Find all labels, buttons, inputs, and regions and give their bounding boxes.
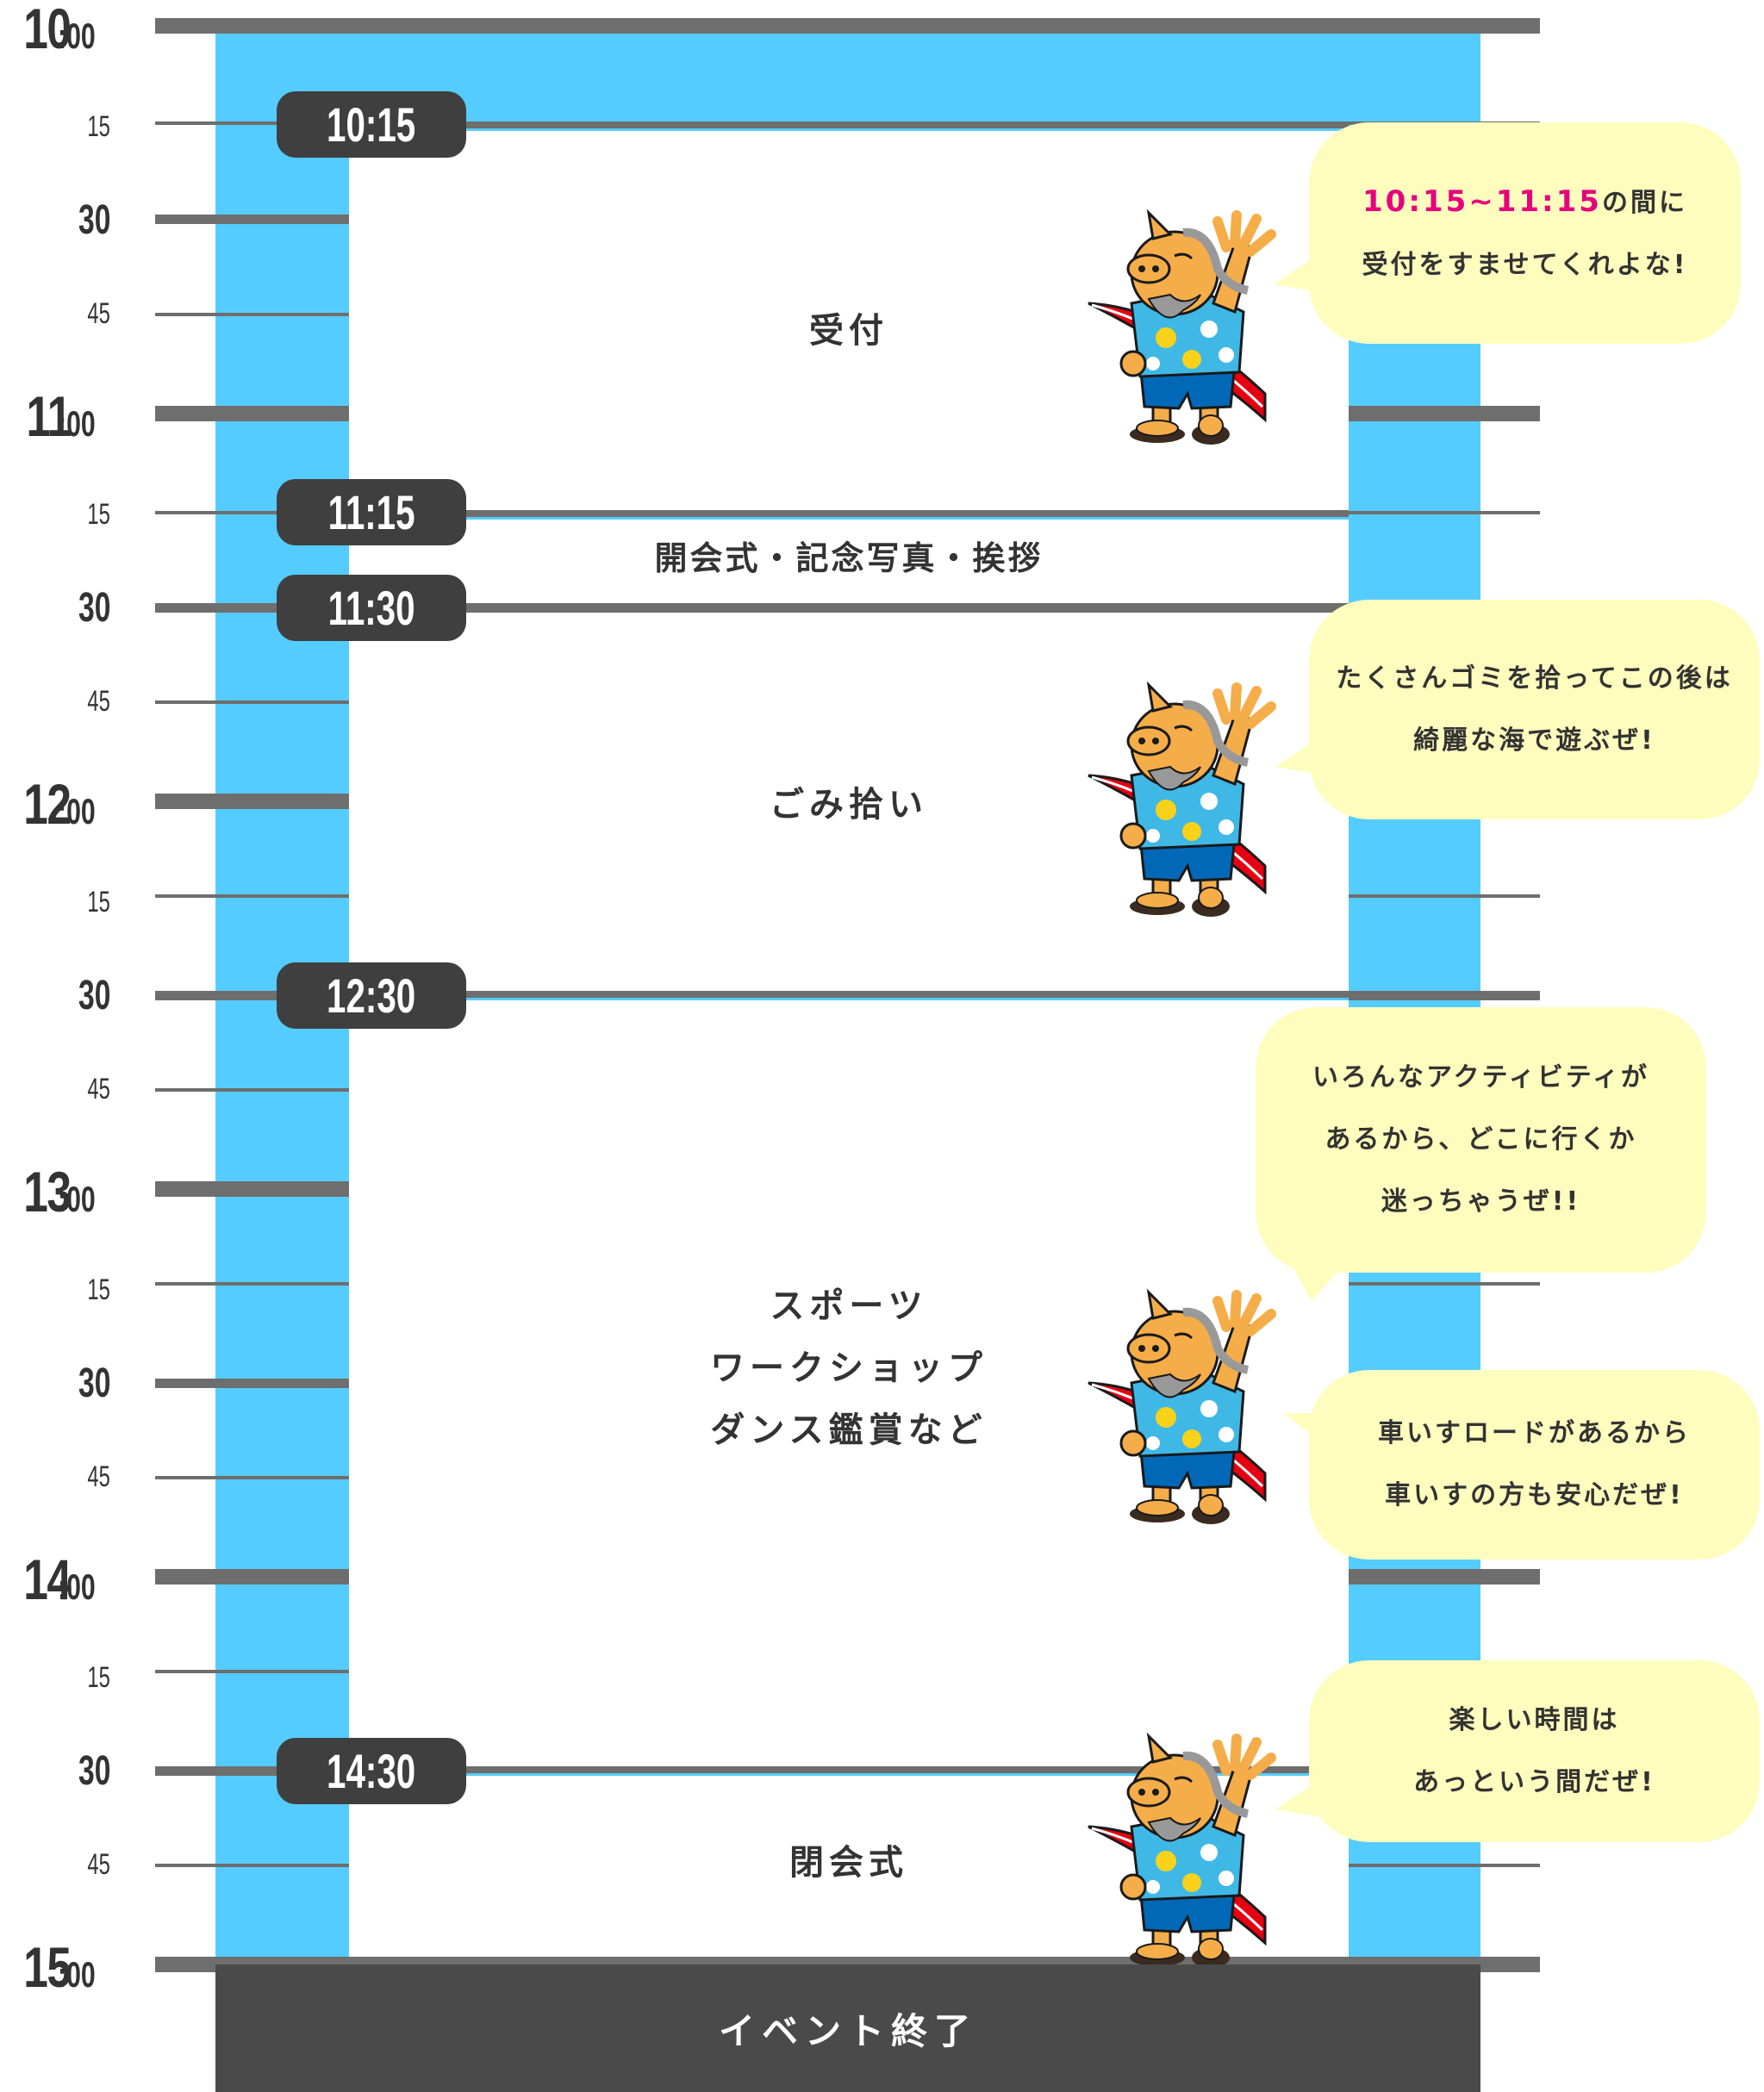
- minute-label-10-15: 15: [87, 110, 110, 143]
- event-line-10-15: [466, 121, 1349, 128]
- highlight-time-range: 10:15~11:15: [1362, 184, 1602, 219]
- event-end-banner: イベント終了: [215, 1964, 1480, 2092]
- tick-11-00-right: [1349, 406, 1540, 421]
- time-badge-11-30: 11:30: [277, 575, 466, 641]
- tick-13-15: [155, 1282, 349, 1286]
- minute-label-12-15: 15: [87, 886, 110, 918]
- hour-label-15: 15:00: [23, 1935, 97, 1999]
- hour-label-12: 12:00: [23, 772, 97, 836]
- time-badge-11-15: 11:15: [277, 479, 466, 545]
- mascot-boar-icon: [1058, 681, 1291, 922]
- minute-label-10-30: 30: [78, 197, 110, 243]
- section-opening: 開会式・記念写真・挨拶: [654, 539, 1044, 577]
- tick-13-30: [155, 1379, 349, 1388]
- event-line-14-30: [466, 1766, 1349, 1773]
- minute-label-11-30: 30: [78, 585, 110, 631]
- event-line-11-15: [466, 510, 1349, 517]
- tick-12-15: [155, 894, 349, 898]
- tick-13-00: [155, 1181, 349, 1197]
- tick-14-00: [155, 1569, 349, 1585]
- minute-label-13-15: 15: [87, 1273, 110, 1306]
- time-badge-14-30: 14:30: [277, 1738, 466, 1804]
- minute-label-12-30: 30: [78, 973, 110, 1018]
- tick-11-30: [155, 603, 1540, 613]
- tick-14-45-right: [1349, 1864, 1540, 1867]
- mascot-boar-icon: [1058, 209, 1291, 450]
- event-end-label: イベント終了: [718, 2009, 977, 2052]
- minute-label-11-45: 45: [87, 685, 110, 718]
- activity-workshop: ワークショップ: [710, 1348, 988, 1388]
- tick-14-00-right: [1349, 1569, 1540, 1585]
- tick-11-45: [155, 700, 349, 704]
- section-closing: 閉会式: [789, 1843, 908, 1883]
- hour-label-13: 13:00: [23, 1160, 97, 1223]
- tick-12-00: [155, 794, 349, 809]
- section-cleanup: ごみ拾い: [770, 785, 928, 825]
- time-badge-12-30: 12:30: [277, 962, 466, 1029]
- activity-dance: ダンス鑑賞など: [710, 1410, 988, 1450]
- minute-label-12-45: 45: [87, 1073, 110, 1105]
- hour-label-10: 10:00: [23, 0, 97, 60]
- hour-label-11: 11:00: [25, 384, 97, 448]
- tick-12-15-right: [1349, 894, 1540, 898]
- tick-11-00: [155, 406, 349, 421]
- tick-14-15: [155, 1670, 349, 1673]
- event-line-12-30: [466, 991, 1349, 998]
- minute-label-13-45: 45: [87, 1460, 110, 1493]
- tick-14-45: [155, 1864, 349, 1867]
- section-activities: スポーツ ワークショップ ダンス鑑賞など: [349, 1275, 1349, 1461]
- tick-13-45: [155, 1476, 349, 1479]
- time-badge-10-15: 10:15: [277, 91, 466, 158]
- section-reception: 受付: [809, 311, 888, 351]
- tick-10-45: [155, 313, 349, 316]
- mascot-boar-icon: [1058, 1732, 1291, 1973]
- minute-label-14-45: 45: [87, 1848, 110, 1881]
- tick-13-15-right: [1349, 1282, 1540, 1286]
- minute-label-14-30: 30: [78, 1748, 110, 1794]
- minute-label-14-15: 15: [87, 1661, 110, 1694]
- minute-label-11-15: 15: [87, 498, 110, 531]
- tick-12-45: [155, 1088, 349, 1092]
- activity-sports: スポーツ: [770, 1286, 928, 1326]
- hour-label-14: 14:00: [23, 1547, 97, 1611]
- minute-label-10-45: 45: [87, 297, 110, 330]
- tick-10-30: [155, 215, 349, 224]
- mascot-boar-icon: [1058, 1288, 1291, 1529]
- tick-10-00: [155, 18, 1540, 34]
- minute-label-13-30: 30: [78, 1360, 110, 1406]
